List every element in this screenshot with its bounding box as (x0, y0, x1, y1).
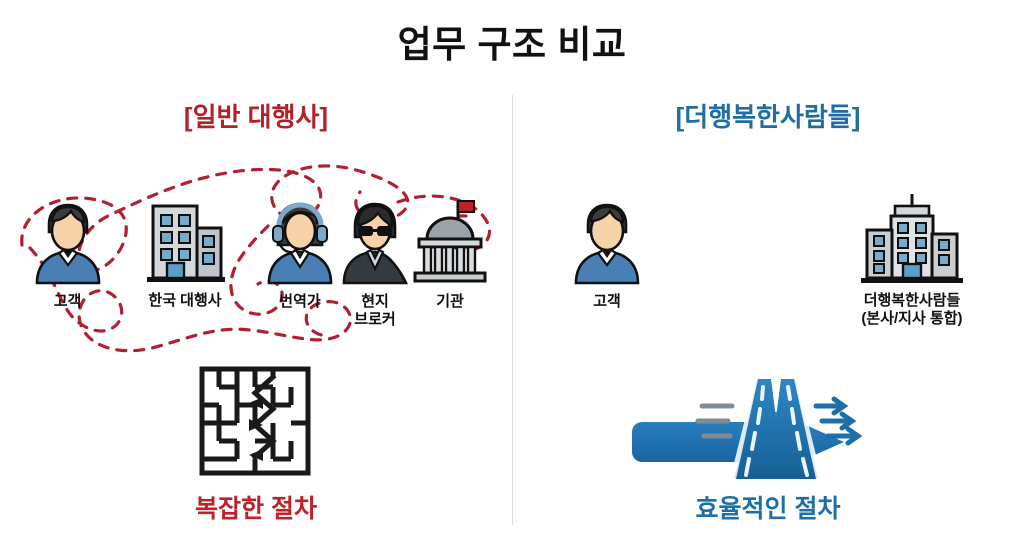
left-node-row: 고객 한국 대행사 (0, 190, 512, 350)
right-panel-heading: [더행복한사람들] (675, 102, 861, 132)
node-company[interactable]: 더행복한사람들 (본사/지사 통합) (832, 192, 992, 327)
node-label: 한국 대행사 (148, 292, 222, 309)
right-footer-label: 효율적인 절차 (695, 495, 841, 523)
node-label: 기관 (436, 293, 464, 310)
government-building-icon (413, 200, 487, 283)
right-node-row: 고객 (512, 190, 1024, 472)
node-customer[interactable]: 고객 (20, 195, 115, 311)
left-panel: [일반 대행사] 고객 (0, 102, 512, 523)
left-panel-heading: [일반 대행사] (183, 102, 329, 132)
person-customer-icon (574, 203, 640, 285)
node-broker[interactable]: 현지 브로커 (330, 195, 420, 328)
node-label: 고객 (593, 293, 621, 310)
node-translator[interactable]: 번역가 (255, 195, 345, 311)
node-label: 번역가 (279, 293, 321, 310)
node-label: 현지 브로커 (354, 293, 396, 328)
person-customer-icon (35, 203, 100, 285)
vertical-divider (512, 95, 513, 525)
node-label: 더행복한사람들 (본사/지사 통합) (861, 292, 963, 327)
node-agency[interactable]: 한국 대행사 (125, 198, 245, 310)
node-customer-right[interactable]: 고객 (552, 195, 662, 311)
highway-road-icon (695, 379, 863, 479)
node-label: 고객 (53, 293, 82, 310)
person-sunglasses-icon (342, 202, 409, 285)
node-institute[interactable]: 기관 (405, 195, 495, 311)
left-footer-label: 복잡한 절차 (195, 495, 317, 523)
right-panel: [더행복한사람들] 고객 (512, 0, 1024, 559)
person-headset-icon (267, 202, 333, 285)
page-title: 업무 구조 비교 (397, 24, 627, 65)
maze-icon (199, 366, 311, 476)
office-building-icon (147, 204, 225, 282)
tall-office-building-icon (861, 194, 963, 283)
